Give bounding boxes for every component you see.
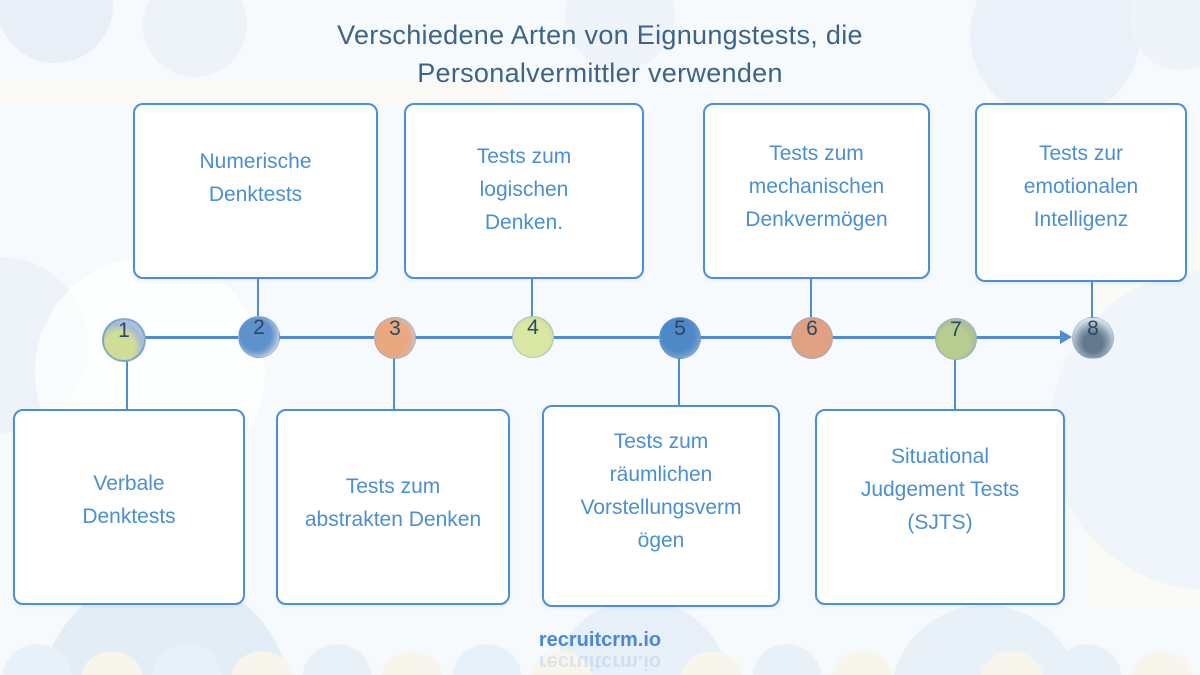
box-label-line: räumlichen [609,463,713,486]
timeline-node-2: 2 [238,316,280,358]
brand-footer-reflection: recruitcrm.io [538,651,662,673]
test-box-emotionale-intelligenz: Tests zur emotionalen Intelligenz [975,103,1187,282]
box-label-line: Denktests [208,183,303,206]
timeline-node-3: 3 [374,317,416,359]
connector-node3-down [393,357,395,409]
node-number: 6 [806,317,818,340]
brand-footer: recruitcrm.io [538,629,662,651]
timeline-node-5: 5 [659,317,701,359]
box-label-line: mechanischen [748,175,885,198]
connector-node2-up [257,279,259,317]
connector-node8-up [1091,279,1093,318]
node-number: 5 [674,317,686,340]
page-title: Verschiedene Arten von Eignungstests, di… [0,16,1200,92]
box-label-line: Situational [890,445,990,468]
test-box-abstraktes-denken: Tests zum abstrakten Denken [276,409,510,605]
box-label-line: Numerische [199,150,312,173]
timeline-line [122,336,1066,339]
test-box-verbale-denktests: Verbale Denktests [13,409,245,605]
node-number: 2 [253,316,265,339]
box-label-line: (SJTS) [907,511,973,534]
box-label-line: ögen [637,529,685,552]
test-box-numerische-denktests: Numerische Denktests [133,103,378,279]
page-title-line2: Personalvermittler verwenden [417,58,783,88]
box-label-line: emotionalen [1023,175,1139,198]
box-label-line: Vorstellungsverm [580,496,742,519]
background-quarter-circle [0,257,88,433]
box-label-line: Tests zum [613,430,709,453]
connector-node1-down [126,357,128,409]
timeline-node-7: 7 [935,318,977,360]
timeline-node-6: 6 [791,317,833,359]
node-number: 3 [389,317,401,340]
box-label-line: Denkvermögen [745,208,888,231]
box-label-line: Denken. [484,211,564,234]
test-box-raeumliches-vorstellungsvermoegen: Tests zum räumlichen Vorstellungsverm ög… [542,405,780,607]
node-number: 8 [1087,317,1099,340]
box-label-line: Tests zur [1038,142,1124,165]
page-title-line1: Verschiedene Arten von Eignungstests, di… [337,20,863,50]
timeline-arrowhead-icon [1060,330,1072,344]
node-number: 1 [118,319,130,342]
box-label-line: Intelligenz [1033,208,1129,231]
box-label-line: Tests zum [476,145,572,168]
connector-node4-up [531,279,533,317]
box-label-line: Judgement Tests [860,478,1020,501]
connector-node6-up [810,279,812,317]
box-label-line: Tests zum [769,142,864,165]
box-label-line: Tests zum [345,475,441,498]
box-label-line: logischen [479,178,569,201]
test-box-logisches-denken: Tests zum logischen Denken. [404,103,644,279]
box-label-line: abstrakten Denken [304,508,482,531]
connector-node5-down [678,357,680,409]
test-box-mechanisches-denkvermoegen: Tests zum mechanischen Denkvermögen [703,103,930,279]
box-label-line: Denktests [82,505,176,528]
node-number: 4 [527,316,539,339]
timeline-node-4: 4 [512,316,554,358]
timeline-node-8: 8 [1072,317,1114,359]
background-circle [1050,270,1200,590]
connector-node7-down [954,357,956,409]
timeline-node-1: 1 [102,318,146,362]
background-band [1085,230,1200,610]
test-box-situational-judgement-tests: Situational Judgement Tests (SJTS) [815,409,1065,605]
box-label-line: Verbale [93,472,165,495]
node-number: 7 [950,318,962,341]
